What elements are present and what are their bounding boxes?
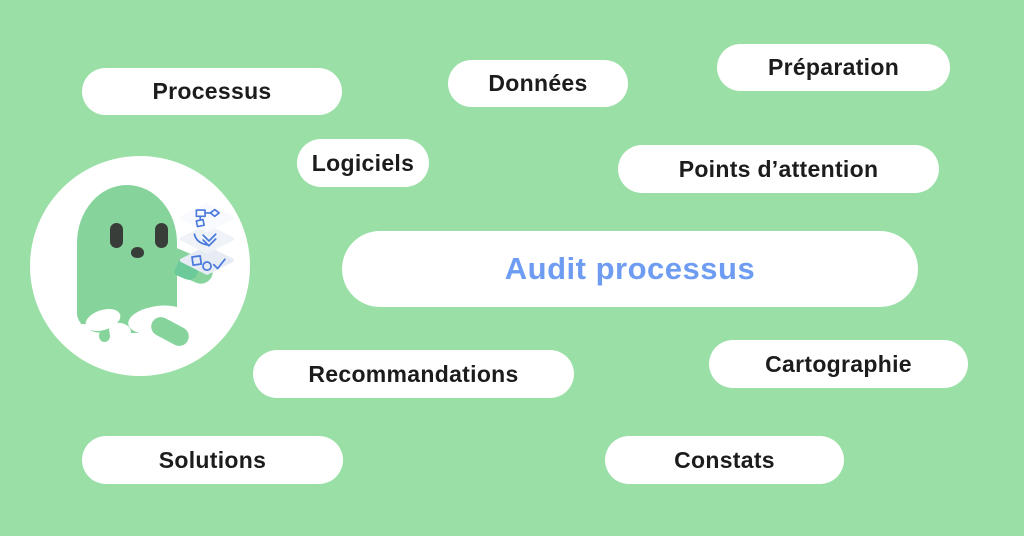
label-pill-donnees: Données bbox=[448, 60, 628, 107]
label-text: Logiciels bbox=[311, 149, 415, 176]
label-text: Points d’attention bbox=[678, 155, 879, 182]
label-pill-processus: Processus bbox=[82, 68, 342, 115]
label-pill-points-attention: Points d’attention bbox=[618, 145, 939, 193]
label-pill-preparation: Préparation bbox=[717, 44, 950, 91]
mascot-circle bbox=[30, 156, 250, 376]
shapes-check-icon bbox=[191, 254, 226, 272]
label-pill-recommandations: Recommandations bbox=[253, 350, 574, 398]
card-bottom bbox=[179, 245, 235, 275]
label-pill-cartographie: Cartographie bbox=[709, 340, 968, 388]
ghost-eye-left bbox=[110, 223, 123, 248]
ghost-dissolve-blob bbox=[75, 324, 91, 336]
label-text: Préparation bbox=[767, 54, 900, 80]
label-text: Recommandations bbox=[308, 360, 519, 387]
ghost-eye-right bbox=[155, 223, 168, 248]
card-middle bbox=[179, 224, 235, 254]
title-pill: Audit processus bbox=[342, 231, 918, 307]
flowchart-icon bbox=[195, 208, 220, 228]
page-title: Audit processus bbox=[504, 251, 756, 286]
label-text: Cartographie bbox=[765, 350, 912, 377]
label-text: Processus bbox=[152, 78, 272, 104]
label-text: Données bbox=[488, 70, 588, 96]
label-pill-solutions: Solutions bbox=[82, 436, 343, 484]
ghost-drip-blob bbox=[99, 330, 110, 342]
arrow-swoosh-icon bbox=[193, 233, 217, 247]
label-pill-constats: Constats bbox=[605, 436, 844, 484]
label-text: Constats bbox=[674, 446, 775, 473]
label-pill-logiciels: Logiciels bbox=[297, 139, 429, 187]
ghost-nose bbox=[131, 247, 144, 258]
label-text: Solutions bbox=[158, 446, 267, 473]
layered-process-cards bbox=[179, 203, 235, 275]
card-top bbox=[179, 203, 235, 233]
